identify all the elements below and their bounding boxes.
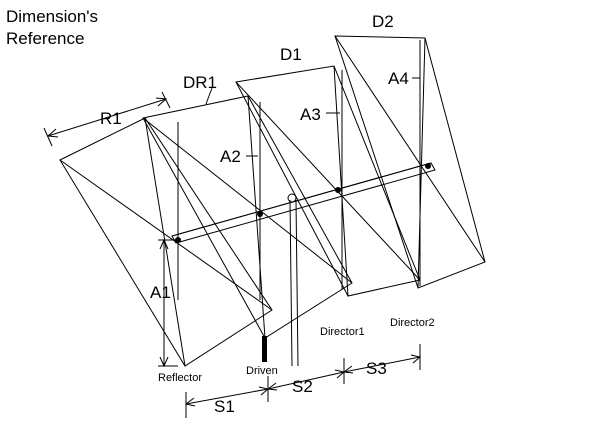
- a1-dimension: [158, 238, 178, 368]
- label-a2: A2: [220, 147, 241, 166]
- label-a4: A4: [388, 69, 409, 88]
- label-director2: Director2: [390, 317, 435, 329]
- label-a3: A3: [300, 105, 321, 124]
- title-line2: Reference: [6, 29, 84, 48]
- boom: [171, 162, 436, 244]
- label-r1: R1: [100, 109, 122, 128]
- label-a1: A1: [150, 283, 171, 302]
- label-s1: S1: [214, 397, 235, 416]
- feed-line: [257, 163, 431, 367]
- label-d1: D1: [280, 45, 302, 64]
- driven-element: [142, 95, 353, 362]
- label-s3: S3: [366, 359, 387, 378]
- label-dr1: DR1: [183, 73, 217, 92]
- label-d2: D2: [372, 12, 394, 31]
- director2-element: [334, 35, 486, 289]
- title-line1: Dimension's: [6, 7, 98, 26]
- label-reflector: Reflector: [158, 372, 202, 384]
- label-director1: Director1: [320, 326, 365, 338]
- dr1-dimension: [205, 87, 213, 105]
- spacing-dimensions: [184, 344, 422, 418]
- label-s2: S2: [292, 377, 313, 396]
- label-driven: Driven: [246, 365, 278, 377]
- r1-dimension: [43, 91, 171, 147]
